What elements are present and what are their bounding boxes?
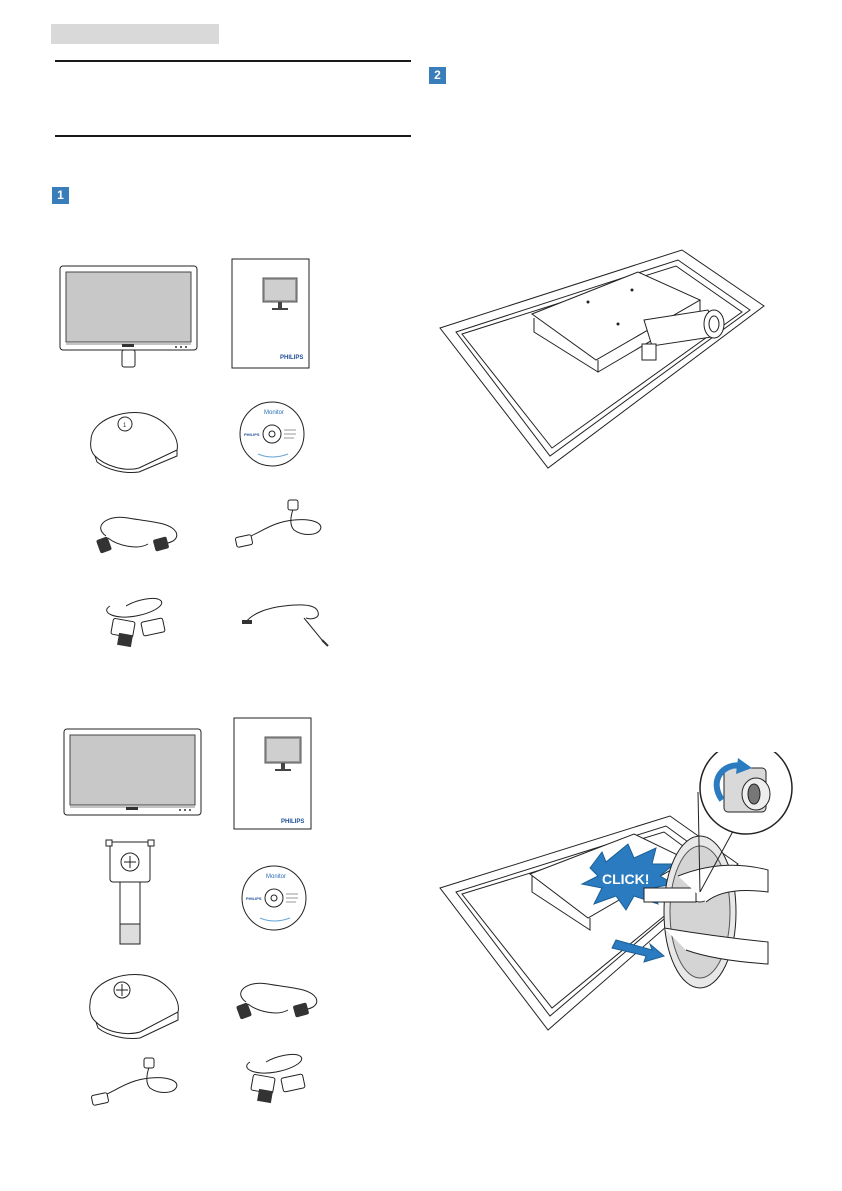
click-callout: CLICK! <box>602 871 649 887</box>
stand-column-icon <box>104 838 156 948</box>
manual-brand-text: PHILIPS <box>280 355 303 361</box>
step-1-badge: 1 <box>52 187 69 204</box>
manual-brand-text: PHILIPS <box>281 819 304 825</box>
monitor-facedown-illustration <box>438 248 778 470</box>
power-cable-icon <box>228 972 328 1028</box>
cd-rom-icon: Monitor PHILIPS <box>238 400 306 468</box>
audio-cable-icon <box>240 596 332 648</box>
power-cable-icon <box>88 506 188 562</box>
section-header-tab <box>51 24 219 44</box>
monitor-icon <box>58 264 200 370</box>
push-arrow-icon <box>611 939 666 963</box>
cd-rom-icon: Monitor PHILIPS <box>240 864 308 932</box>
stand-base-icon: 1 <box>85 402 185 474</box>
stand-base-icon <box>84 966 186 1040</box>
cd-brand-text: PHILIPS <box>246 896 262 901</box>
cd-brand-text: PHILIPS <box>244 432 260 437</box>
user-manual-icon: PHILIPS <box>231 258 311 370</box>
hand-icon <box>677 864 769 903</box>
cd-title-text: Monitor <box>266 874 286 880</box>
user-manual-icon: PHILIPS <box>233 717 313 831</box>
header-rule-top <box>55 60 411 62</box>
vga-cable-icon <box>236 1052 316 1112</box>
cd-title-text: Monitor <box>264 410 284 416</box>
monitor-icon <box>62 727 204 819</box>
header-rule-bottom <box>55 135 411 137</box>
dvi-cable-icon <box>88 1056 184 1112</box>
vga-cable-icon <box>96 596 176 656</box>
step-2-badge: 2 <box>429 67 446 84</box>
svg-text:1: 1 <box>123 423 127 429</box>
base-attach-illustration: CLICK! <box>438 752 808 1032</box>
dvi-cable-icon <box>232 498 328 554</box>
